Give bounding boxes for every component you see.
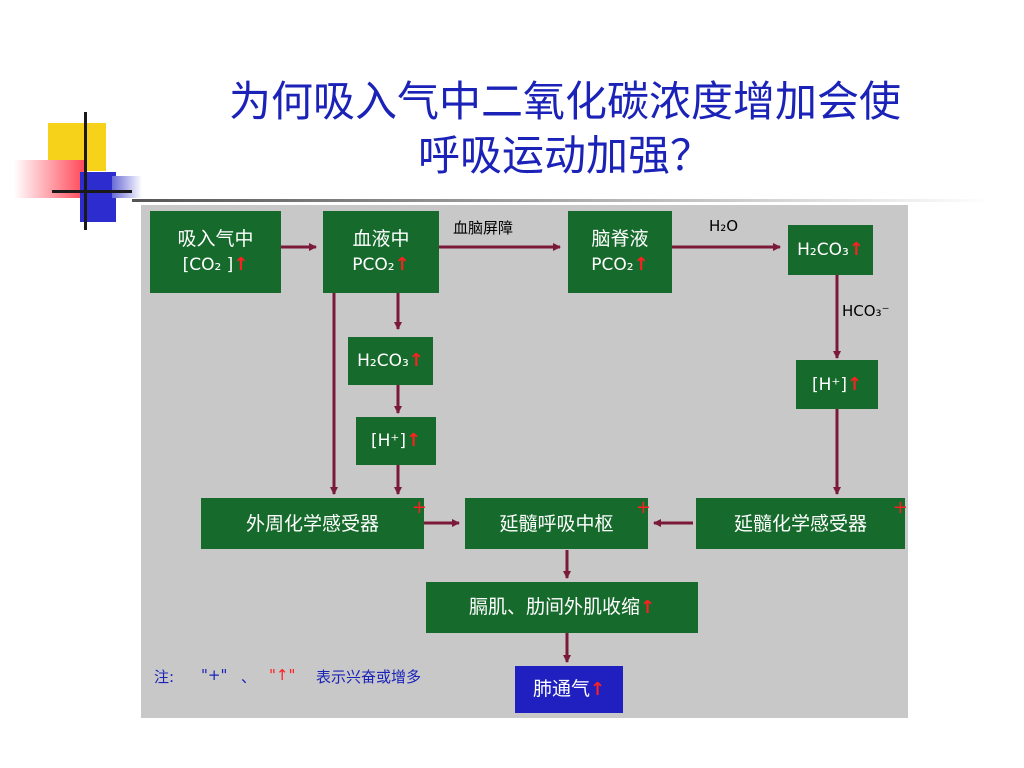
box-h2co3-right-label: H₂CO₃ xyxy=(797,240,849,260)
box-center-label: 延髓呼吸中枢 xyxy=(499,512,614,535)
increase-arrow-icon: ↑ xyxy=(639,597,656,618)
box-medullary-chemoreceptor: 延髓化学感受器 + xyxy=(696,497,908,549)
box-csf-line1: 脑脊液 xyxy=(591,228,649,250)
slide-title-line-2: 呼吸运动加强？ xyxy=(417,131,712,180)
box-inhaled-co2: 吸入气中 [CO₂ ]↑ xyxy=(150,211,281,293)
increase-arrow-icon: ↑ xyxy=(405,430,422,451)
excitation-plus-icon: + xyxy=(411,497,427,518)
box-h-ion-right: [H⁺]↑ xyxy=(796,360,878,409)
box-h2co3-mid-label: H₂CO₃ xyxy=(357,351,409,371)
box-ventilation-label: 肺通气 xyxy=(532,678,590,700)
excitation-plus-icon: + xyxy=(635,497,651,518)
box-pulmonary-ventilation: 肺通气↑ xyxy=(515,666,623,713)
box-h2co3-right: H₂CO₃↑ xyxy=(788,225,873,275)
increase-arrow-icon: ↑ xyxy=(633,254,649,275)
increase-arrow-icon: ↑ xyxy=(233,254,249,275)
increase-arrow-icon: ↑ xyxy=(848,239,864,260)
label-blood-brain-barrier: 血脑屏障 xyxy=(453,219,514,237)
box-csf-line2: PCO₂ xyxy=(591,255,634,275)
slide-title-line-1: 为何吸入气中二氧化碳浓度增加会使 xyxy=(228,77,901,126)
increase-arrow-icon: ↑ xyxy=(846,373,863,395)
box-h-ion-mid: [H⁺]↑ xyxy=(356,417,436,465)
box-inhaled-co2-line2: [CO₂ ] xyxy=(182,255,234,275)
legend-prefix: 注: xyxy=(154,668,175,686)
box-inhaled-co2-line1: 吸入气中 xyxy=(177,228,254,250)
box-blood-line1: 血液中 xyxy=(352,228,410,250)
increase-arrow-icon: ↑ xyxy=(394,254,410,275)
box-muscles-label: 膈肌、肋间外肌收缩 xyxy=(468,596,640,618)
co2-respiration-flowchart: 吸入气中 [CO₂ ]↑ 血液中 PCO₂↑ 脑脊液 PCO₂↑ H₂CO₃↑ … xyxy=(141,205,908,718)
legend-up-arrow-icon: "↑" xyxy=(269,666,296,684)
legend-plus: "+" xyxy=(201,666,228,684)
box-medullary-label: 延髓化学感受器 xyxy=(733,512,867,535)
increase-arrow-icon: ↑ xyxy=(408,350,424,371)
increase-arrow-icon: ↑ xyxy=(589,679,606,700)
arrow-layer xyxy=(281,243,841,663)
box-respiratory-center: 延髓呼吸中枢 + xyxy=(465,497,651,549)
box-h-right-label: [H⁺] xyxy=(811,374,847,395)
label-hco3: HCO₃⁻ xyxy=(842,302,890,320)
box-peripheral-label: 外周化学感受器 xyxy=(245,512,379,535)
box-blood-pco2: 血液中 PCO₂↑ xyxy=(323,211,439,293)
box-h2co3-mid: H₂CO₃↑ xyxy=(348,337,433,385)
box-csf-pco2: 脑脊液 PCO₂↑ xyxy=(568,211,672,293)
box-peripheral-chemoreceptor: 外周化学感受器 + xyxy=(201,497,427,549)
box-h-mid-label: [H⁺] xyxy=(370,431,406,451)
legend-separator: 、 xyxy=(241,668,257,686)
legend-text: 表示兴奋或增多 xyxy=(316,668,422,686)
label-h2o: H₂O xyxy=(709,217,739,235)
excitation-plus-icon: + xyxy=(892,497,908,518)
box-respiratory-muscles: 膈肌、肋间外肌收缩↑ xyxy=(426,582,698,633)
box-blood-line2: PCO₂ xyxy=(352,255,395,275)
